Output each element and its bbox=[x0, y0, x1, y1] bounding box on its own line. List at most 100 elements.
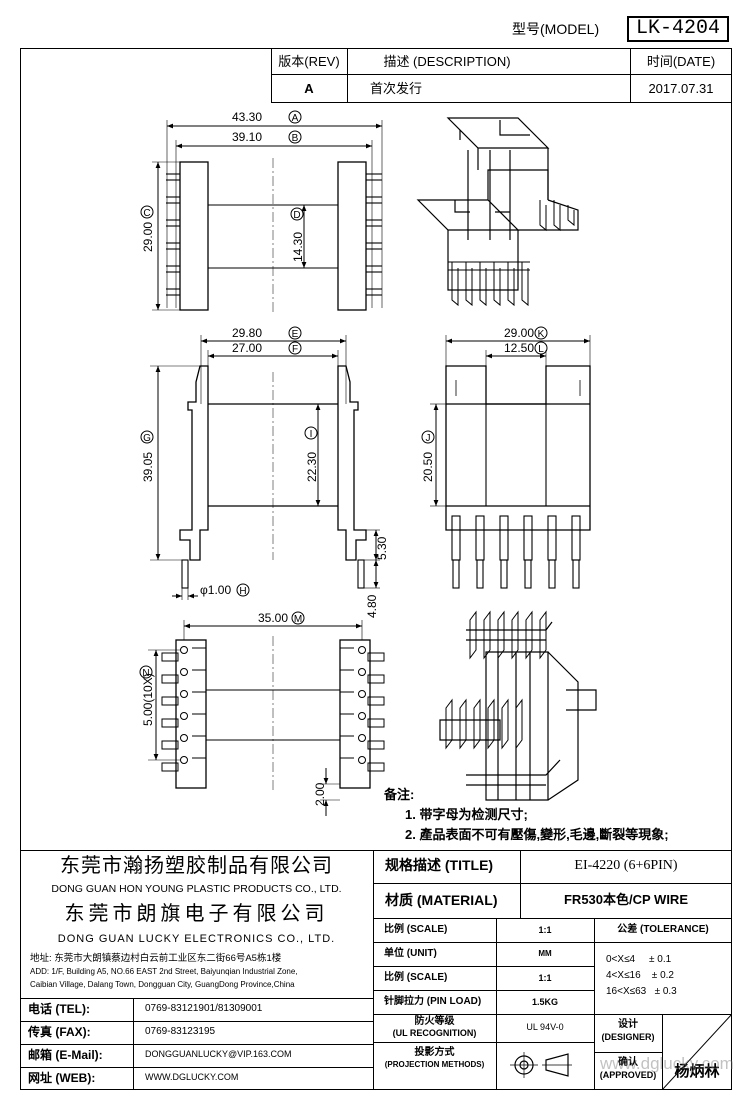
svg-text:J: J bbox=[426, 433, 431, 444]
rev-divider-v1 bbox=[347, 48, 348, 103]
spec-row-line-3 bbox=[373, 942, 732, 943]
bottom-view bbox=[148, 620, 385, 816]
title-value: EI-4220 (6+6PIN) bbox=[574, 858, 678, 873]
callout-c: C bbox=[140, 205, 154, 219]
svg-text:H: H bbox=[239, 586, 246, 597]
svg-text:K: K bbox=[538, 329, 545, 340]
unit-label: 单位 (UNIT) bbox=[384, 948, 437, 959]
spec-row-line-2 bbox=[373, 918, 732, 919]
isometric-view-top bbox=[416, 117, 579, 307]
model-box bbox=[627, 16, 729, 42]
callout-markers: A B C D E F G H I J K L M N bbox=[139, 110, 548, 679]
dim-35-00: 35.00 bbox=[258, 611, 288, 625]
callout-a: A bbox=[288, 110, 302, 124]
dim-side-29-00: 29.00 bbox=[504, 326, 534, 340]
date-value: 2017.07.31 bbox=[648, 81, 714, 96]
callout-d: D bbox=[290, 207, 304, 221]
svg-text:N: N bbox=[142, 668, 149, 679]
approver-name: 杨炳林 bbox=[674, 1063, 720, 1080]
dim-phi-1-00: φ1.00 bbox=[200, 583, 231, 597]
spec-col-line-1 bbox=[520, 850, 521, 918]
company-address-en-1: ADD: 1/F, Building A5, NO.66 EAST 2nd St… bbox=[30, 967, 298, 976]
web-label: 网址 (WEB): bbox=[28, 1071, 96, 1085]
approved-label-cn: 确认 bbox=[618, 1057, 638, 1068]
callout-k: K bbox=[534, 326, 548, 340]
tolerance-row-1: 0<X≤4 ± 0.1 bbox=[606, 954, 672, 965]
side-view bbox=[430, 335, 591, 589]
scale-label: 比例 (SCALE) bbox=[384, 924, 448, 935]
material-label: 材质 (MATERIAL) bbox=[385, 892, 498, 908]
spec-col-line-3 bbox=[594, 918, 595, 1090]
approved-label-en: (APPROVED) bbox=[599, 1070, 657, 1080]
dim-43-30: 43.30 bbox=[232, 110, 262, 124]
tolerance-row-2: 4<X≤16 ± 0.2 bbox=[606, 970, 674, 981]
front-view bbox=[150, 335, 380, 600]
dim-39-10: 39.10 bbox=[232, 130, 262, 144]
rev-header: 版本(REV) bbox=[278, 54, 340, 69]
dim-12-50: 12.50 bbox=[504, 341, 534, 355]
projection-label-en: (PROJECTION METHODS) bbox=[384, 1060, 485, 1069]
dim-2-00: 2.00 bbox=[313, 782, 327, 806]
email-label: 邮箱 (E-Mail): bbox=[28, 1048, 103, 1062]
spec-row-line-4 bbox=[373, 966, 594, 967]
svg-text:F: F bbox=[292, 344, 298, 355]
approval-divider bbox=[594, 1052, 662, 1053]
description-value: 首次发行 bbox=[370, 81, 423, 96]
contact-row-line-1 bbox=[20, 998, 373, 999]
svg-text:I: I bbox=[310, 429, 313, 440]
fax-label: 传真 (FAX): bbox=[28, 1025, 91, 1039]
company-name-2-en: DONG GUAN LUCKY ELECTRONICS CO., LTD. bbox=[57, 933, 336, 945]
revision-table bbox=[271, 48, 732, 103]
dim-29-80: 29.80 bbox=[232, 326, 262, 340]
designer-label-cn: 设计 bbox=[618, 1019, 638, 1030]
svg-text:L: L bbox=[538, 344, 544, 355]
date-header: 时间(DATE) bbox=[646, 54, 716, 69]
tel-value: 0769-83121901/81309001 bbox=[145, 1003, 263, 1014]
spec-row-line-6 bbox=[373, 1014, 732, 1015]
tel-label: 电话 (TEL): bbox=[28, 1002, 90, 1016]
spec-col-line-2 bbox=[496, 918, 497, 1090]
unit-value: MM bbox=[538, 949, 552, 958]
spec-row-line-5 bbox=[373, 990, 594, 991]
pin-load-label: 针脚拉力 (PIN LOAD) bbox=[384, 996, 482, 1007]
ul-label-en: (UL RECOGNITION) bbox=[392, 1028, 477, 1038]
company-address-cn: 地址: 东莞市大朗镇蔡边村白云前工业区东二街66号A5栋1楼 bbox=[30, 953, 282, 964]
projection-symbol-icon bbox=[510, 1052, 572, 1078]
dim-5-30: 5.30 bbox=[375, 536, 389, 560]
spec-row-line-1 bbox=[373, 883, 732, 884]
designer-label-en: (DESIGNER) bbox=[601, 1032, 655, 1042]
dim-4-80: 4.80 bbox=[365, 594, 379, 618]
company-name-1-cn: 东莞市瀚扬塑胶制品有限公司 bbox=[60, 855, 333, 877]
callout-l: L bbox=[534, 341, 548, 355]
dim-27-00: 27.00 bbox=[232, 341, 262, 355]
contact-col-line bbox=[133, 998, 134, 1090]
company-name-2-cn: 东莞市朗旗电子有限公司 bbox=[64, 903, 329, 925]
dim-5-00-10x: 5.00(10X) bbox=[141, 673, 155, 726]
title-block-divider bbox=[373, 850, 374, 1090]
contact-row-line-4 bbox=[20, 1067, 373, 1068]
isometric-view-bottom bbox=[439, 610, 597, 801]
contact-row-line-3 bbox=[20, 1044, 373, 1045]
callout-m: M bbox=[291, 611, 305, 625]
projection-label-cn: 投影方式 bbox=[414, 1047, 455, 1058]
scale2-value: 1:1 bbox=[538, 973, 552, 983]
notes-line-2: 2. 產品表面不可有壓傷,變形,毛邊,斷裂等現象; bbox=[405, 827, 669, 842]
callout-b: B bbox=[288, 130, 302, 144]
ul-value: UL 94V-0 bbox=[526, 1022, 564, 1032]
svg-text:G: G bbox=[143, 433, 151, 444]
callout-e: E bbox=[288, 326, 302, 340]
rev-divider-h bbox=[271, 74, 732, 75]
svg-text:A: A bbox=[292, 113, 299, 124]
rev-value: A bbox=[304, 81, 314, 96]
callout-j: J bbox=[421, 430, 435, 444]
spec-row-line-7 bbox=[373, 1042, 594, 1043]
callout-n: N bbox=[139, 665, 153, 679]
top-view bbox=[152, 120, 383, 312]
designer-diagonal bbox=[662, 1014, 732, 1090]
dim-39-05: 39.05 bbox=[141, 452, 155, 482]
ul-label-cn: 防火等级 bbox=[414, 1016, 455, 1027]
model-label: 型号(MODEL) bbox=[512, 21, 600, 37]
scale2-label: 比例 (SCALE) bbox=[384, 972, 448, 983]
company-name-1-en: DONG GUAN HON YOUNG PLASTIC PRODUCTS CO.… bbox=[51, 883, 342, 895]
svg-text:D: D bbox=[293, 210, 300, 221]
